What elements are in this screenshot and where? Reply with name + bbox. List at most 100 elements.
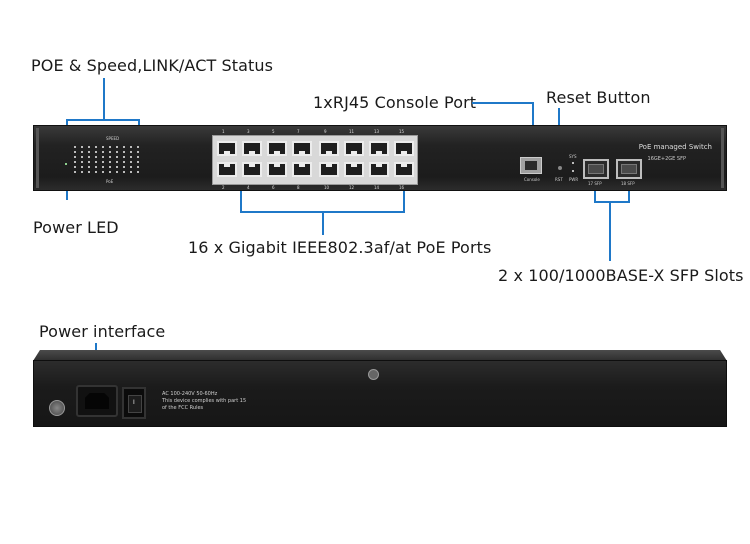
status-led-label: POE & Speed,LINK/ACT Status [31, 56, 274, 75]
product-name: PoE managed Switch [638, 143, 712, 151]
callout-sfp-stem [609, 201, 611, 261]
status-led [123, 171, 125, 173]
status-led [109, 146, 111, 148]
chassis-screw-icon [368, 369, 379, 380]
status-led [102, 146, 104, 148]
reset-caption: RST [555, 177, 563, 182]
callout-poe-stem [322, 211, 324, 235]
status-led [130, 161, 132, 163]
status-led [137, 156, 139, 158]
status-led [74, 161, 76, 163]
status-led [116, 151, 118, 153]
status-led [116, 166, 118, 168]
sfp-caption-17: 17 SFP [588, 181, 602, 186]
power-socket[interactable] [76, 385, 118, 417]
led-panel-label-speed: SPEED [106, 136, 120, 141]
status-led [81, 166, 83, 168]
status-led [102, 171, 104, 173]
rj45-port-9[interactable] [319, 141, 339, 156]
status-led [109, 151, 111, 153]
status-led [130, 156, 132, 158]
status-led [81, 151, 83, 153]
callout-poe-right [403, 170, 405, 212]
sfp-slots-label: 2 x 100/1000BASE-X SFP Slots [498, 266, 744, 285]
status-led [74, 151, 76, 153]
status-led [74, 156, 76, 158]
poe-port-block [212, 135, 418, 185]
status-led [116, 146, 118, 148]
status-led [109, 166, 111, 168]
port-number-label: 10 [324, 185, 330, 190]
rj45-port-3[interactable] [242, 141, 262, 156]
rj45-port-5[interactable] [267, 141, 287, 156]
rj45-port-16[interactable] [394, 162, 414, 177]
port-number-label: 2 [222, 185, 225, 190]
sfp-slot-18[interactable] [616, 159, 642, 179]
console-port-label: 1xRJ45 Console Port [313, 93, 477, 112]
port-number-label: 16 [399, 185, 405, 190]
rj45-port-8[interactable] [292, 162, 312, 177]
rear-text-line-1: AC 100-240V 50-60Hz [162, 391, 218, 397]
port-number-label: 11 [349, 129, 355, 134]
product-spec: 16GE+2GE SFP [647, 156, 686, 162]
status-led [116, 161, 118, 163]
status-led [123, 156, 125, 158]
status-led [116, 156, 118, 158]
poe-ports-label: 16 x Gigabit IEEE802.3af/at PoE Ports [188, 238, 492, 257]
rj45-port-7[interactable] [292, 141, 312, 156]
status-led [88, 156, 90, 158]
callout-status-vertical [103, 78, 105, 120]
rj45-port-15[interactable] [394, 141, 414, 156]
rj45-port-6[interactable] [267, 162, 287, 177]
rj45-port-14[interactable] [369, 162, 389, 177]
status-led [81, 161, 83, 163]
status-led [116, 171, 118, 173]
status-led [137, 146, 139, 148]
status-led [74, 146, 76, 148]
rj45-port-11[interactable] [344, 141, 364, 156]
status-led [130, 171, 132, 173]
status-led [102, 156, 104, 158]
callout-sfp-right [628, 180, 630, 202]
rj45-port-4[interactable] [242, 162, 262, 177]
port-number-label: 14 [374, 185, 380, 190]
status-led [130, 166, 132, 168]
status-led [130, 146, 132, 148]
console-port-caption: Console [524, 177, 540, 182]
rear-chassis-top [33, 350, 727, 361]
status-led [123, 166, 125, 168]
status-led [88, 161, 90, 163]
rear-text-line-2: This device complies with part 15 [162, 398, 247, 404]
status-led [102, 166, 104, 168]
status-led [137, 171, 139, 173]
reset-button[interactable] [558, 166, 562, 170]
port-number-label: 4 [247, 185, 250, 190]
power-led [65, 163, 67, 165]
status-led [123, 146, 125, 148]
rear-text-line-3: of the FCC Rules [162, 405, 204, 411]
reset-button-label: Reset Button [546, 88, 651, 107]
pwr-led-caption: PWR [569, 177, 579, 182]
pwr-led [572, 170, 574, 172]
status-led [109, 156, 111, 158]
status-led [95, 151, 97, 153]
sfp-slot-17[interactable] [583, 159, 609, 179]
rj45-port-1[interactable] [217, 141, 237, 156]
rj45-port-2[interactable] [217, 162, 237, 177]
status-led [81, 171, 83, 173]
power-switch[interactable]: I [122, 387, 146, 419]
power-led-label: Power LED [33, 218, 119, 237]
status-led [95, 156, 97, 158]
status-led [95, 146, 97, 148]
console-port[interactable] [520, 157, 542, 174]
rj45-port-13[interactable] [369, 141, 389, 156]
callout-sfp-left [594, 180, 596, 202]
status-led [88, 171, 90, 173]
rj45-port-10[interactable] [319, 162, 339, 177]
led-panel-label-poe: PoE [106, 179, 114, 184]
callout-poe-left [240, 170, 242, 212]
port-number-label: 5 [272, 129, 275, 134]
rj45-port-12[interactable] [344, 162, 364, 177]
callout-sfp-bracket [594, 201, 630, 203]
port-number-label: 12 [349, 185, 355, 190]
